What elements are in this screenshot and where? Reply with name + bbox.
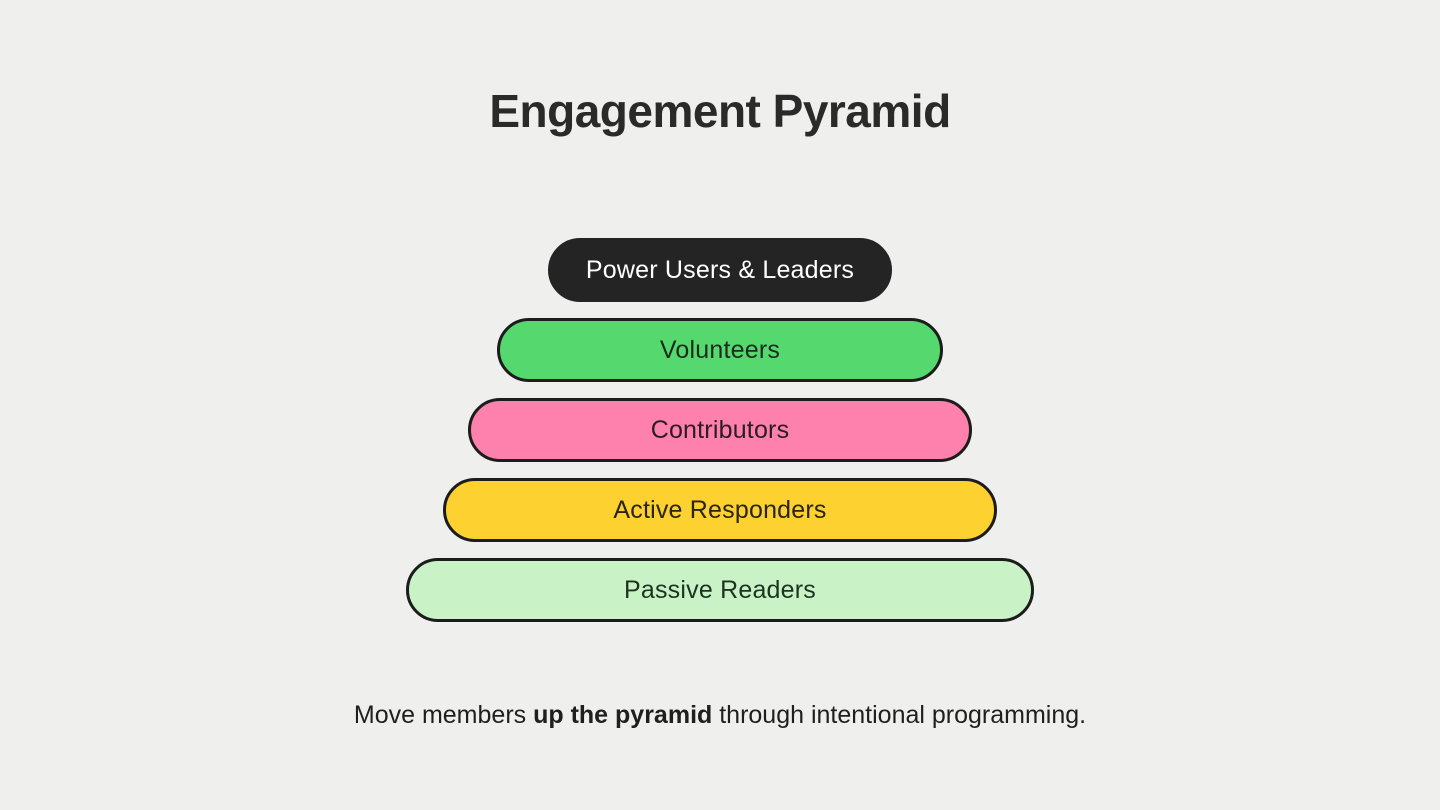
pyramid-level-label: Passive Readers	[624, 575, 816, 604]
pyramid-level-label: Power Users & Leaders	[585, 255, 855, 284]
pyramid-level-label: Contributors	[650, 415, 790, 444]
caption-prefix: Move members	[353, 701, 534, 729]
page-title: Engagement Pyramid	[489, 85, 951, 137]
pyramid-diagram: Power Users & Leaders Volunteers Contrib…	[0, 238, 1440, 622]
pyramid-level-contributors: Contributors	[468, 398, 972, 462]
caption-bold-phrase: up the pyramid	[533, 701, 713, 729]
caption-suffix: through intentional programming.	[712, 701, 1087, 729]
slide-caption: Move members up the pyramid through inte…	[0, 701, 1440, 730]
pyramid-level-volunteers: Volunteers	[497, 318, 943, 382]
pyramid-level-power-users-leaders: Power Users & Leaders	[548, 238, 892, 302]
pyramid-level-label: Active Responders	[613, 495, 827, 524]
pyramid-level-passive-readers: Passive Readers	[406, 558, 1034, 622]
pyramid-level-label: Volunteers	[659, 335, 781, 364]
pyramid-level-active-responders: Active Responders	[443, 478, 997, 542]
